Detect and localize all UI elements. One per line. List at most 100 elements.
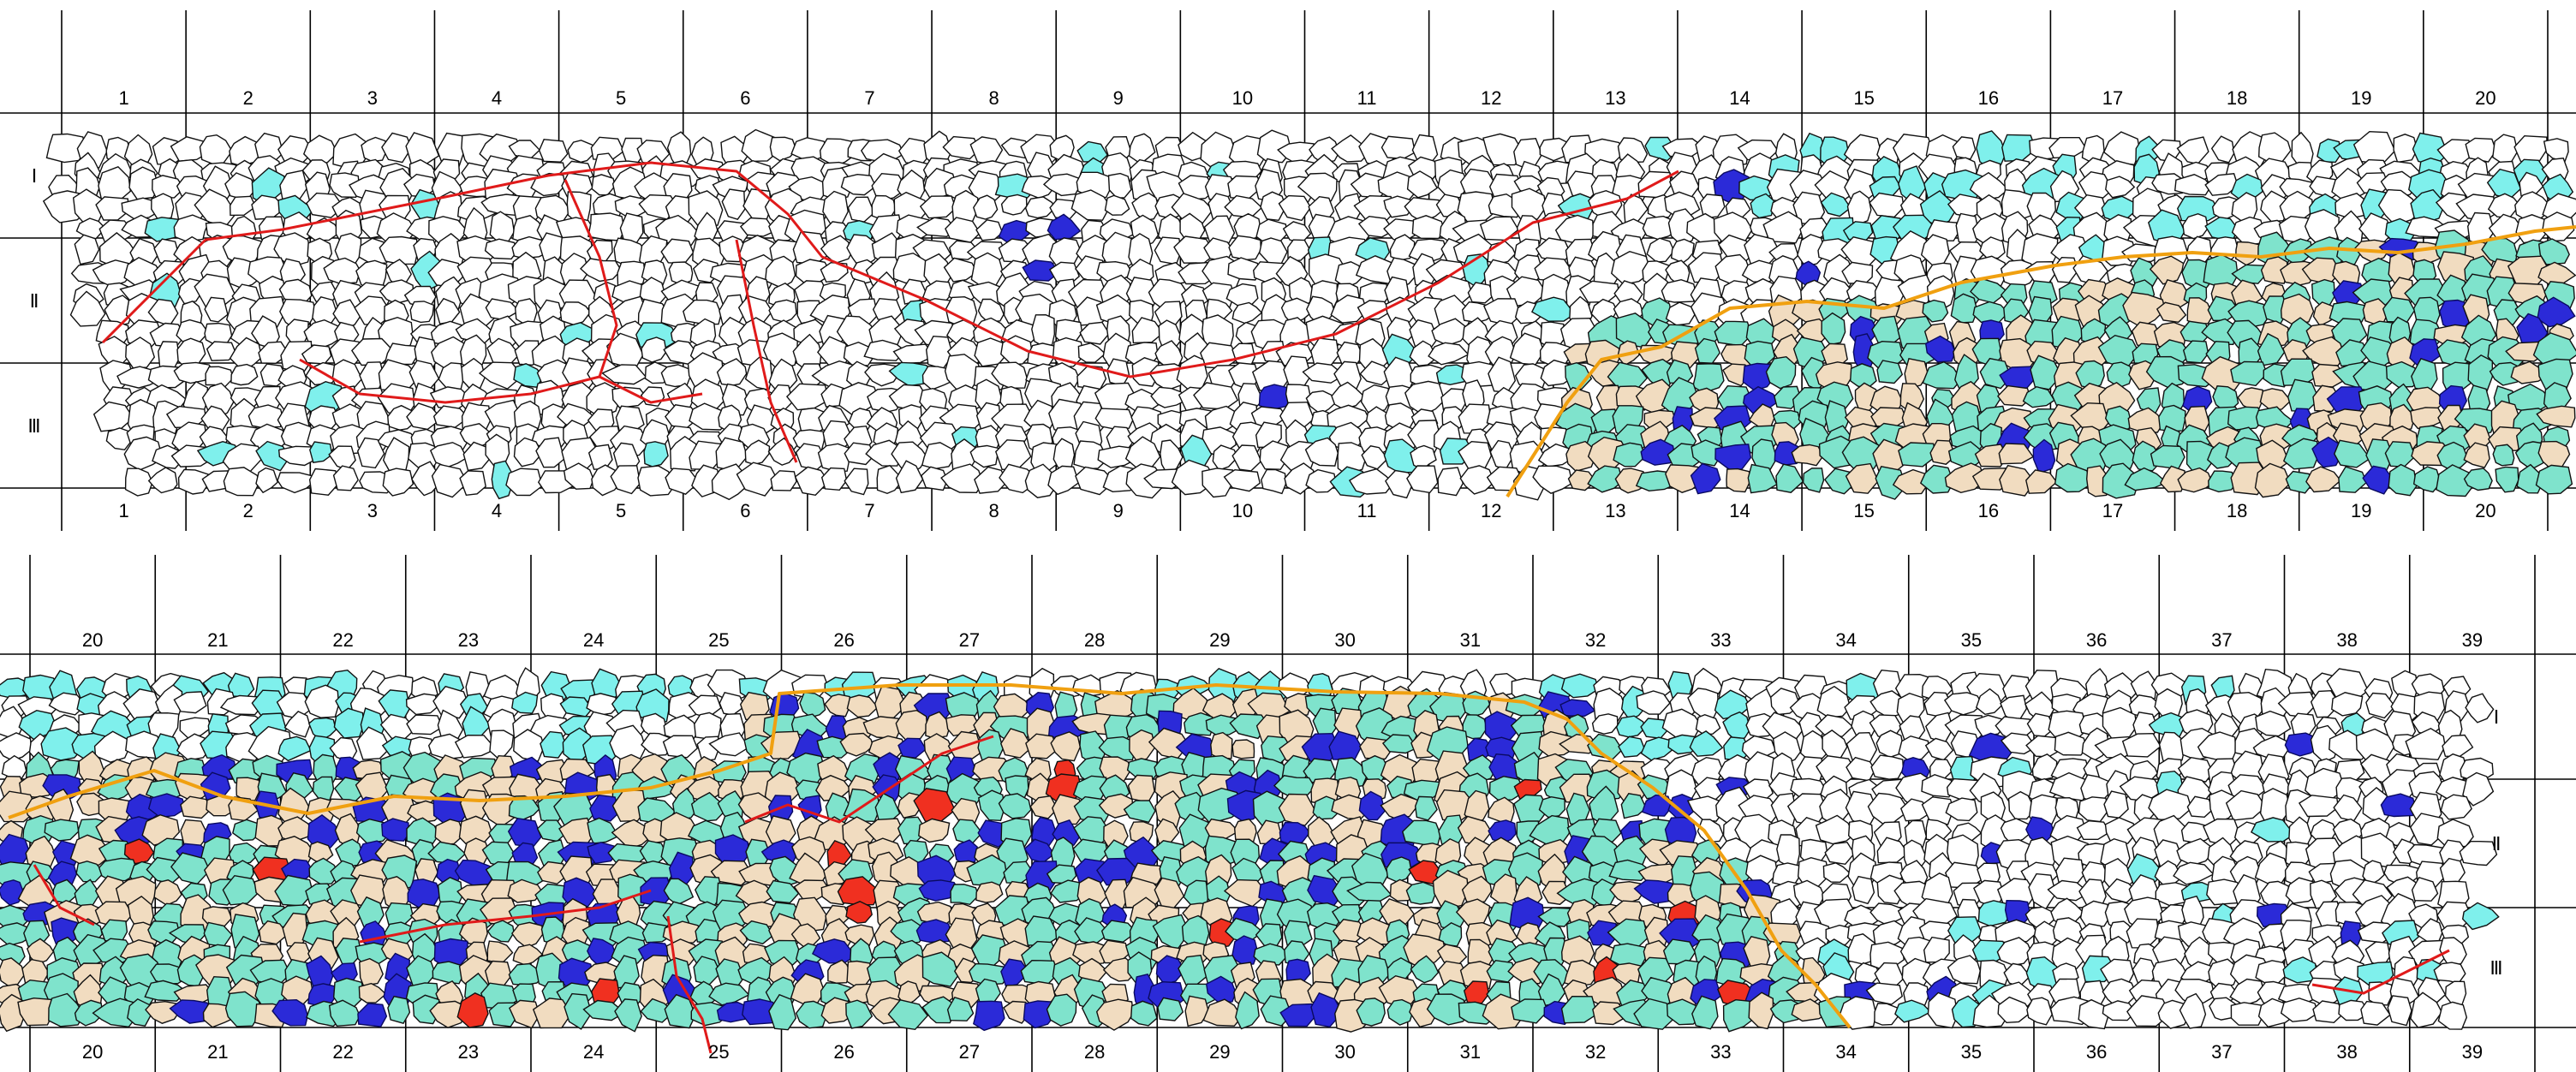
- column-label-top: 18: [2227, 87, 2247, 109]
- wall-stone: [662, 735, 699, 759]
- wall-stone: [478, 361, 523, 390]
- column-label-top: 3: [367, 87, 378, 109]
- wall-stone: [2437, 1001, 2468, 1030]
- wall-stone: [1695, 713, 1721, 736]
- wall-stone: [2405, 216, 2448, 238]
- wall-stone: [865, 439, 902, 467]
- column-label-bottom: 8: [989, 500, 999, 521]
- wall-stone: [432, 961, 465, 985]
- column-label-top: 27: [959, 629, 980, 651]
- wall-stone: [309, 441, 333, 463]
- wall-stone: [2384, 441, 2417, 468]
- wall-stone: [2234, 241, 2260, 266]
- wall-stone: [384, 342, 418, 366]
- wall-stone: [587, 212, 625, 241]
- wall-stone: [2102, 131, 2141, 166]
- wall-stone: [17, 997, 54, 1027]
- column-label-bottom: 15: [1853, 500, 1874, 521]
- wall-stone: [1077, 342, 1106, 363]
- wall-stone: [1259, 440, 1290, 470]
- wall-stone: [579, 258, 623, 283]
- column-label-top: 20: [82, 629, 103, 651]
- wall-stone: [1411, 215, 1446, 240]
- column-label-bottom: 18: [2227, 500, 2247, 521]
- wall-stone: [1287, 239, 1312, 263]
- wall-stone: [2030, 354, 2063, 390]
- column-label-bottom: 6: [740, 500, 750, 521]
- wall-stone: [1797, 234, 1827, 267]
- wall-stone: [2026, 997, 2053, 1026]
- column-label-top: 33: [1710, 629, 1731, 651]
- column-label-bottom: 1: [118, 500, 128, 521]
- wall-stone: [1042, 173, 1081, 197]
- wall-stone: [486, 940, 514, 963]
- wall-stone: [434, 819, 465, 845]
- wall-stone: [641, 336, 667, 363]
- wall-stone: [567, 140, 595, 164]
- column-label-top: 20: [2475, 87, 2496, 109]
- wall-stone: [277, 445, 319, 467]
- wall-stone: [1024, 196, 1055, 219]
- wall-stone: [1258, 384, 1291, 411]
- column-label-bottom: 22: [332, 1041, 353, 1063]
- wall-stone: [230, 363, 259, 386]
- wall-stone: [1128, 133, 1156, 165]
- wall-stone: [2444, 980, 2467, 1007]
- column-label-bottom: 28: [1084, 1041, 1105, 1063]
- wall-stone: [405, 693, 440, 716]
- column-label-bottom: 23: [458, 1041, 479, 1063]
- wall-stone: [203, 921, 233, 948]
- column-label-top: 37: [2211, 629, 2232, 651]
- column-label-bottom: 19: [2351, 500, 2371, 521]
- wall-stone: [1258, 237, 1288, 266]
- wall-stone: [820, 261, 849, 283]
- column-label-top: 29: [1209, 629, 1230, 651]
- wall-stone: [229, 195, 257, 217]
- wall-stone: [513, 363, 544, 388]
- wall-stone: [919, 195, 957, 219]
- wall-stone: [1722, 363, 1750, 387]
- wall-stone: [601, 364, 647, 385]
- wall-stone: [2174, 174, 2212, 196]
- column-label-bottom: 12: [1481, 500, 1501, 521]
- wall-stone: [2237, 387, 2263, 411]
- wall-stone: [864, 363, 900, 387]
- wall-stone: [1950, 293, 1978, 324]
- wall-stone: [459, 470, 486, 497]
- wall-stone: [2022, 385, 2055, 408]
- wall-stone: [312, 776, 335, 802]
- wall-stone: [2537, 238, 2570, 265]
- wall-stone: [1924, 335, 1956, 363]
- wall-stone: [1070, 189, 1112, 221]
- row-label: Ⅰ: [32, 165, 38, 187]
- wall-stone: [2312, 301, 2338, 327]
- wall-stone: [2260, 256, 2289, 284]
- wall-stone: [406, 714, 444, 736]
- wall-stone: [817, 443, 850, 473]
- wall-stone: [255, 440, 290, 472]
- wall-stone: [1969, 171, 2009, 201]
- wall-stone: [2210, 135, 2235, 164]
- wall-stone: [764, 255, 796, 289]
- wall-stone: [2176, 136, 2209, 165]
- wall-stone: [2105, 176, 2136, 199]
- wall-stone: [1611, 250, 1652, 286]
- column-label-top: 1: [118, 87, 128, 109]
- column-label-bottom: 32: [1585, 1041, 1606, 1063]
- wall-stone: [1482, 133, 1525, 166]
- column-label-top: 31: [1460, 629, 1481, 651]
- wall-stone: [2158, 404, 2186, 432]
- wall-stone: [1104, 194, 1130, 216]
- wall-stone: [892, 343, 936, 365]
- column-label-bottom: 14: [1729, 500, 1750, 521]
- wall-stone: [74, 234, 100, 265]
- wall-stone: [1467, 282, 1495, 304]
- wall-stone: [1714, 320, 1753, 346]
- column-label-bottom: 5: [616, 500, 626, 521]
- wall-stone: [1380, 135, 1416, 160]
- wall-stone: [2291, 131, 2314, 166]
- wall-stone: [844, 468, 869, 496]
- wall-stone: [1904, 357, 1929, 390]
- wall-stone: [1334, 261, 1364, 289]
- wall-stone: [1646, 237, 1675, 263]
